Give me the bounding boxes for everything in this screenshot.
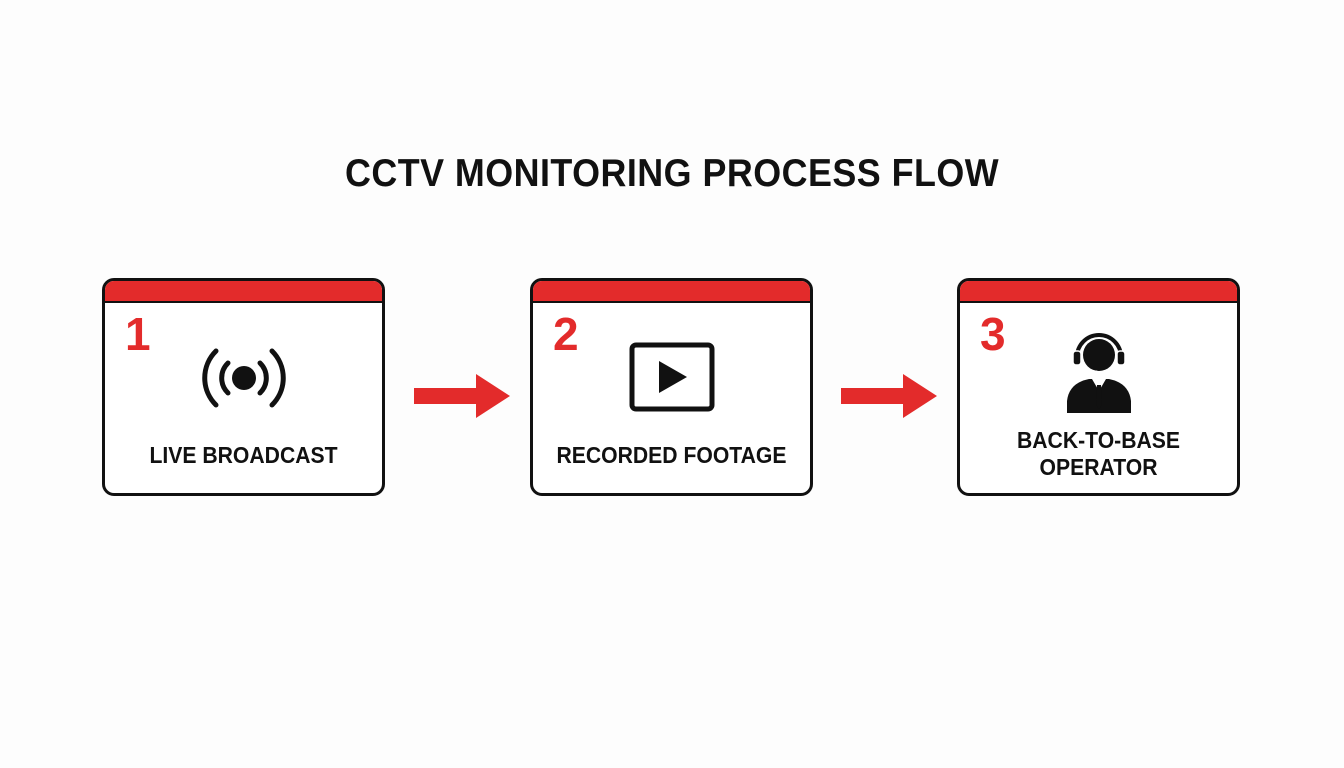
- step-number: 1: [125, 308, 151, 360]
- step-header-bar: [105, 281, 382, 303]
- operator-headset-icon: [960, 321, 1237, 413]
- broadcast-icon: [105, 343, 382, 413]
- flow-arrow-2: [841, 374, 937, 418]
- step-label-line: LIVE BROADCAST: [149, 442, 338, 468]
- step-number: 2: [553, 308, 579, 360]
- diagram-title: CCTV MONITORING PROCESS FLOW: [344, 152, 1000, 195]
- play-video-icon: [533, 341, 810, 413]
- step-label-line: RECORDED FOOTAGE: [556, 442, 787, 468]
- step-label: RECORDED FOOTAGE: [544, 442, 799, 469]
- step-header-bar: [960, 281, 1237, 303]
- step-label: BACK-TO-BASE OPERATOR: [971, 427, 1226, 481]
- flow-arrow-1: [414, 374, 510, 418]
- step-header-bar: [533, 281, 810, 303]
- step-card-3: 3 BACK-TO-BASE OPERATOR: [957, 278, 1240, 496]
- step-label-line: OPERATOR: [1039, 454, 1158, 480]
- step-number: 3: [980, 308, 1006, 360]
- step-label-line: BACK-TO-BASE: [1016, 427, 1181, 453]
- step-label: LIVE BROADCAST: [116, 442, 371, 469]
- step-card-1: 1 LIVE BROADCAST: [102, 278, 385, 496]
- step-card-2: 2 RECORDED FOOTAGE: [530, 278, 813, 496]
